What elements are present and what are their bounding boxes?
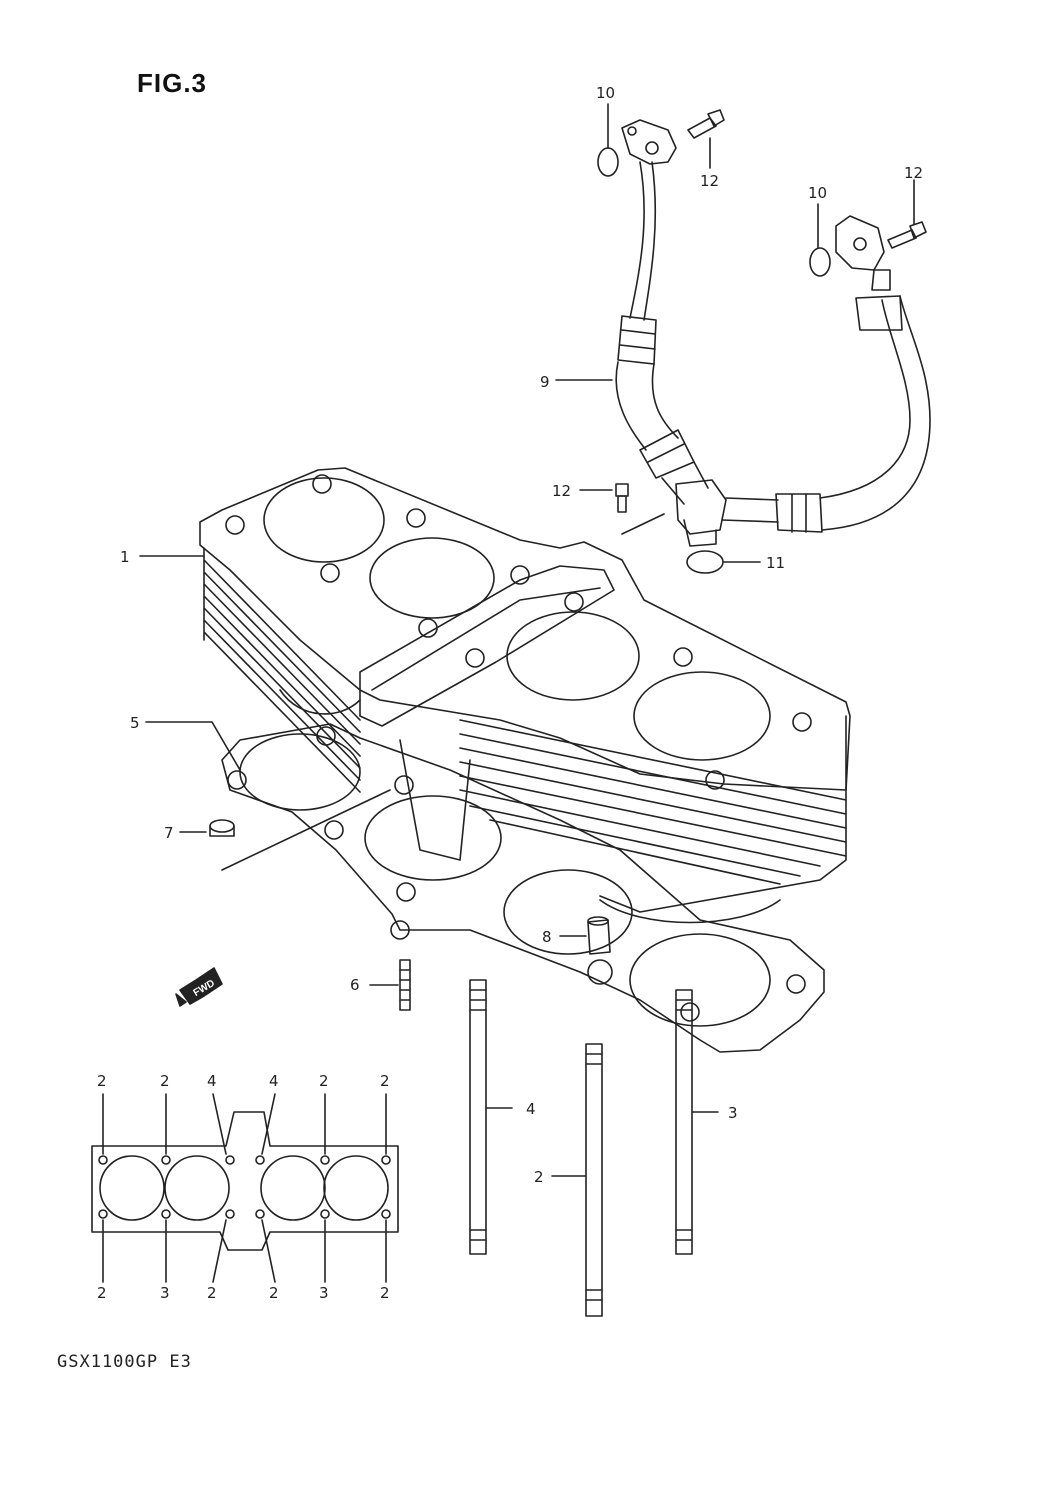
legend-top-2: 2: [160, 1072, 170, 1090]
bolt-12a: [687, 109, 725, 139]
legend-bottom-3: 2: [207, 1284, 217, 1302]
callout-7: 7: [164, 824, 174, 842]
callout-10b: 10: [808, 184, 827, 202]
legend-bottom-6: 2: [380, 1284, 390, 1302]
stud-location-legend: [91, 1093, 399, 1283]
callout-4: 4: [526, 1100, 536, 1118]
plug-7: [209, 819, 235, 837]
stud-4: [469, 979, 487, 1255]
legend-top-4: 4: [269, 1072, 279, 1090]
cylinder-base-gasket: [221, 723, 825, 1053]
callout-5: 5: [130, 714, 140, 732]
callout-8: 8: [542, 928, 552, 946]
model-code: GSX1100GP E3: [57, 1352, 192, 1372]
legend-top-5: 2: [319, 1072, 329, 1090]
washer-10a: [597, 147, 619, 177]
callout-12a: 12: [700, 172, 719, 190]
legend-top-1: 2: [97, 1072, 107, 1090]
cylinder-block: [199, 467, 851, 924]
oil-hose-assembly: [615, 119, 931, 547]
callout-11: 11: [766, 554, 785, 572]
legend-bottom-2: 3: [160, 1284, 170, 1302]
stud-2: [585, 1043, 603, 1317]
callout-leaders: [139, 103, 915, 1177]
figure-title: FIG.3: [137, 68, 208, 98]
callout-3: 3: [728, 1104, 738, 1122]
legend-top-6: 2: [380, 1072, 390, 1090]
legend-bottom-1: 2: [97, 1284, 107, 1302]
bolt-12c: [615, 483, 629, 513]
callout-12b: 12: [904, 164, 923, 182]
stud-6: [399, 959, 411, 1011]
callout-10a: 10: [596, 84, 615, 102]
o-ring-11: [686, 550, 724, 574]
legend-bottom-4: 2: [269, 1284, 279, 1302]
bolt-12b: [887, 221, 927, 249]
dowel-pin-8: [587, 916, 611, 955]
callout-1: 1: [120, 548, 130, 566]
callout-6: 6: [350, 976, 360, 994]
callout-12c: 12: [552, 482, 571, 500]
callout-2: 2: [534, 1168, 544, 1186]
stud-3: [675, 989, 693, 1255]
washer-10b: [809, 247, 831, 277]
fwd-arrow-icon: [175, 967, 223, 1007]
callout-9: 9: [540, 373, 550, 391]
legend-bottom-5: 3: [319, 1284, 329, 1302]
legend-top-3: 4: [207, 1072, 217, 1090]
